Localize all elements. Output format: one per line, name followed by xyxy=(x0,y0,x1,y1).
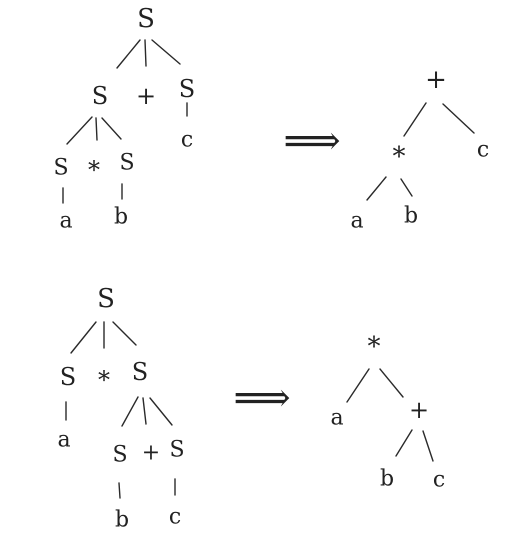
tree2-leaf-b: b xyxy=(115,508,129,533)
tree1-mid-left-s: S xyxy=(92,82,108,110)
tree1-arrow: ⟹ xyxy=(283,118,340,164)
tree1-ast-edges xyxy=(366,102,475,201)
tree1-ast: + * c a b xyxy=(350,65,489,234)
edge xyxy=(112,321,137,346)
tree1-leaf-b: b xyxy=(114,205,128,230)
edge xyxy=(142,397,147,425)
tree1-ast-leaf-c: c xyxy=(477,138,489,163)
tree2-ast-edges xyxy=(346,368,434,462)
tree2-ast-leaf-a: a xyxy=(330,406,343,431)
tree1-edges xyxy=(62,39,188,204)
edge xyxy=(66,116,93,145)
tree1-ast-root-plus: + xyxy=(425,65,447,95)
edge xyxy=(395,429,413,457)
tree1-low-left-s: S xyxy=(53,156,68,181)
tree2-leaf-c: c xyxy=(169,505,181,530)
tree1-root-s: S xyxy=(137,4,155,34)
tree2-low-plus: + xyxy=(142,441,160,466)
edge xyxy=(95,117,98,141)
tree2-low-left-s: S xyxy=(112,443,127,468)
edge xyxy=(101,117,122,140)
tree2-mid-star: * xyxy=(98,366,110,394)
edge xyxy=(118,482,121,499)
tree1-low-star: * xyxy=(88,156,100,184)
tree2-ast-leaf-c: c xyxy=(433,468,445,493)
edge xyxy=(144,39,147,67)
edge xyxy=(422,430,434,462)
edge xyxy=(116,39,141,69)
tree2-ast-root-star: * xyxy=(368,332,381,362)
edge xyxy=(379,368,404,398)
tree1-leaf-c: c xyxy=(181,128,193,153)
tree1-low-right-s: S xyxy=(119,151,134,176)
edge xyxy=(403,102,427,137)
tree1-ast-star: * xyxy=(393,142,406,172)
tree1-leaf-a: a xyxy=(59,209,72,234)
tree2-edges xyxy=(65,321,176,499)
tree2-ast: * a + b c xyxy=(330,332,445,493)
edge xyxy=(149,397,173,426)
tree1-parse-tree: S S + S c S * S a b xyxy=(53,4,195,234)
tree2-arrow: ⟹ xyxy=(233,375,290,421)
edge xyxy=(70,321,97,354)
tree1-ast-leaf-a: a xyxy=(350,209,363,234)
tree2-leaf-a: a xyxy=(57,428,70,453)
tree1-ast-leaf-b: b xyxy=(404,204,418,229)
edge xyxy=(151,39,181,65)
tree2-ast-plus: + xyxy=(409,396,429,424)
tree1-mid-right-s: S xyxy=(179,75,195,103)
edge xyxy=(442,103,475,134)
edge xyxy=(346,368,370,403)
tree2-root-s: S xyxy=(97,284,115,314)
tree2-mid-left-s: S xyxy=(60,363,76,391)
tree1-mid-plus: + xyxy=(136,82,156,110)
edge xyxy=(366,176,387,201)
tree2-ast-leaf-b: b xyxy=(380,467,394,492)
tree2-mid-right-s: S xyxy=(132,358,148,386)
tree2-parse-tree: S S * S a S + S b c xyxy=(57,284,184,533)
edge xyxy=(121,396,139,427)
tree2-low-right-s: S xyxy=(169,438,184,463)
edge xyxy=(400,178,413,197)
